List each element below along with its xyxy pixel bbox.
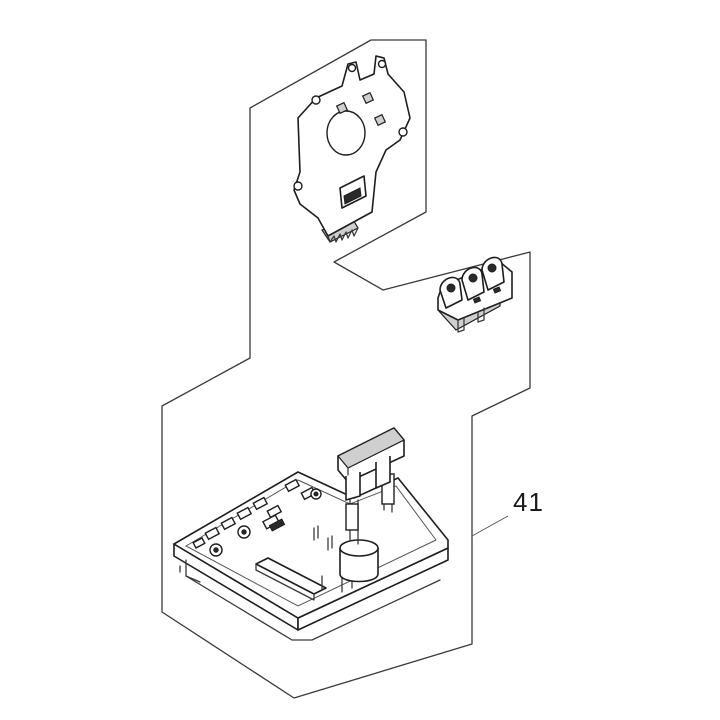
bracket-center-hole <box>326 110 366 156</box>
board-fuse-module <box>337 427 405 545</box>
board-top-face <box>173 471 449 619</box>
board-capacitor <box>339 539 379 583</box>
terminal-lug-2 <box>461 266 485 301</box>
control-board-assembly <box>173 427 449 641</box>
terminal-lug-3 <box>481 256 505 291</box>
part-number-callout: 41 <box>513 487 544 517</box>
callout-leader <box>471 515 509 537</box>
terminal-lug-1 <box>439 276 463 309</box>
board-components <box>192 478 353 601</box>
assembly-outline <box>161 39 531 699</box>
mounting-bracket-plate <box>293 55 411 243</box>
terminal-strip <box>437 256 513 333</box>
